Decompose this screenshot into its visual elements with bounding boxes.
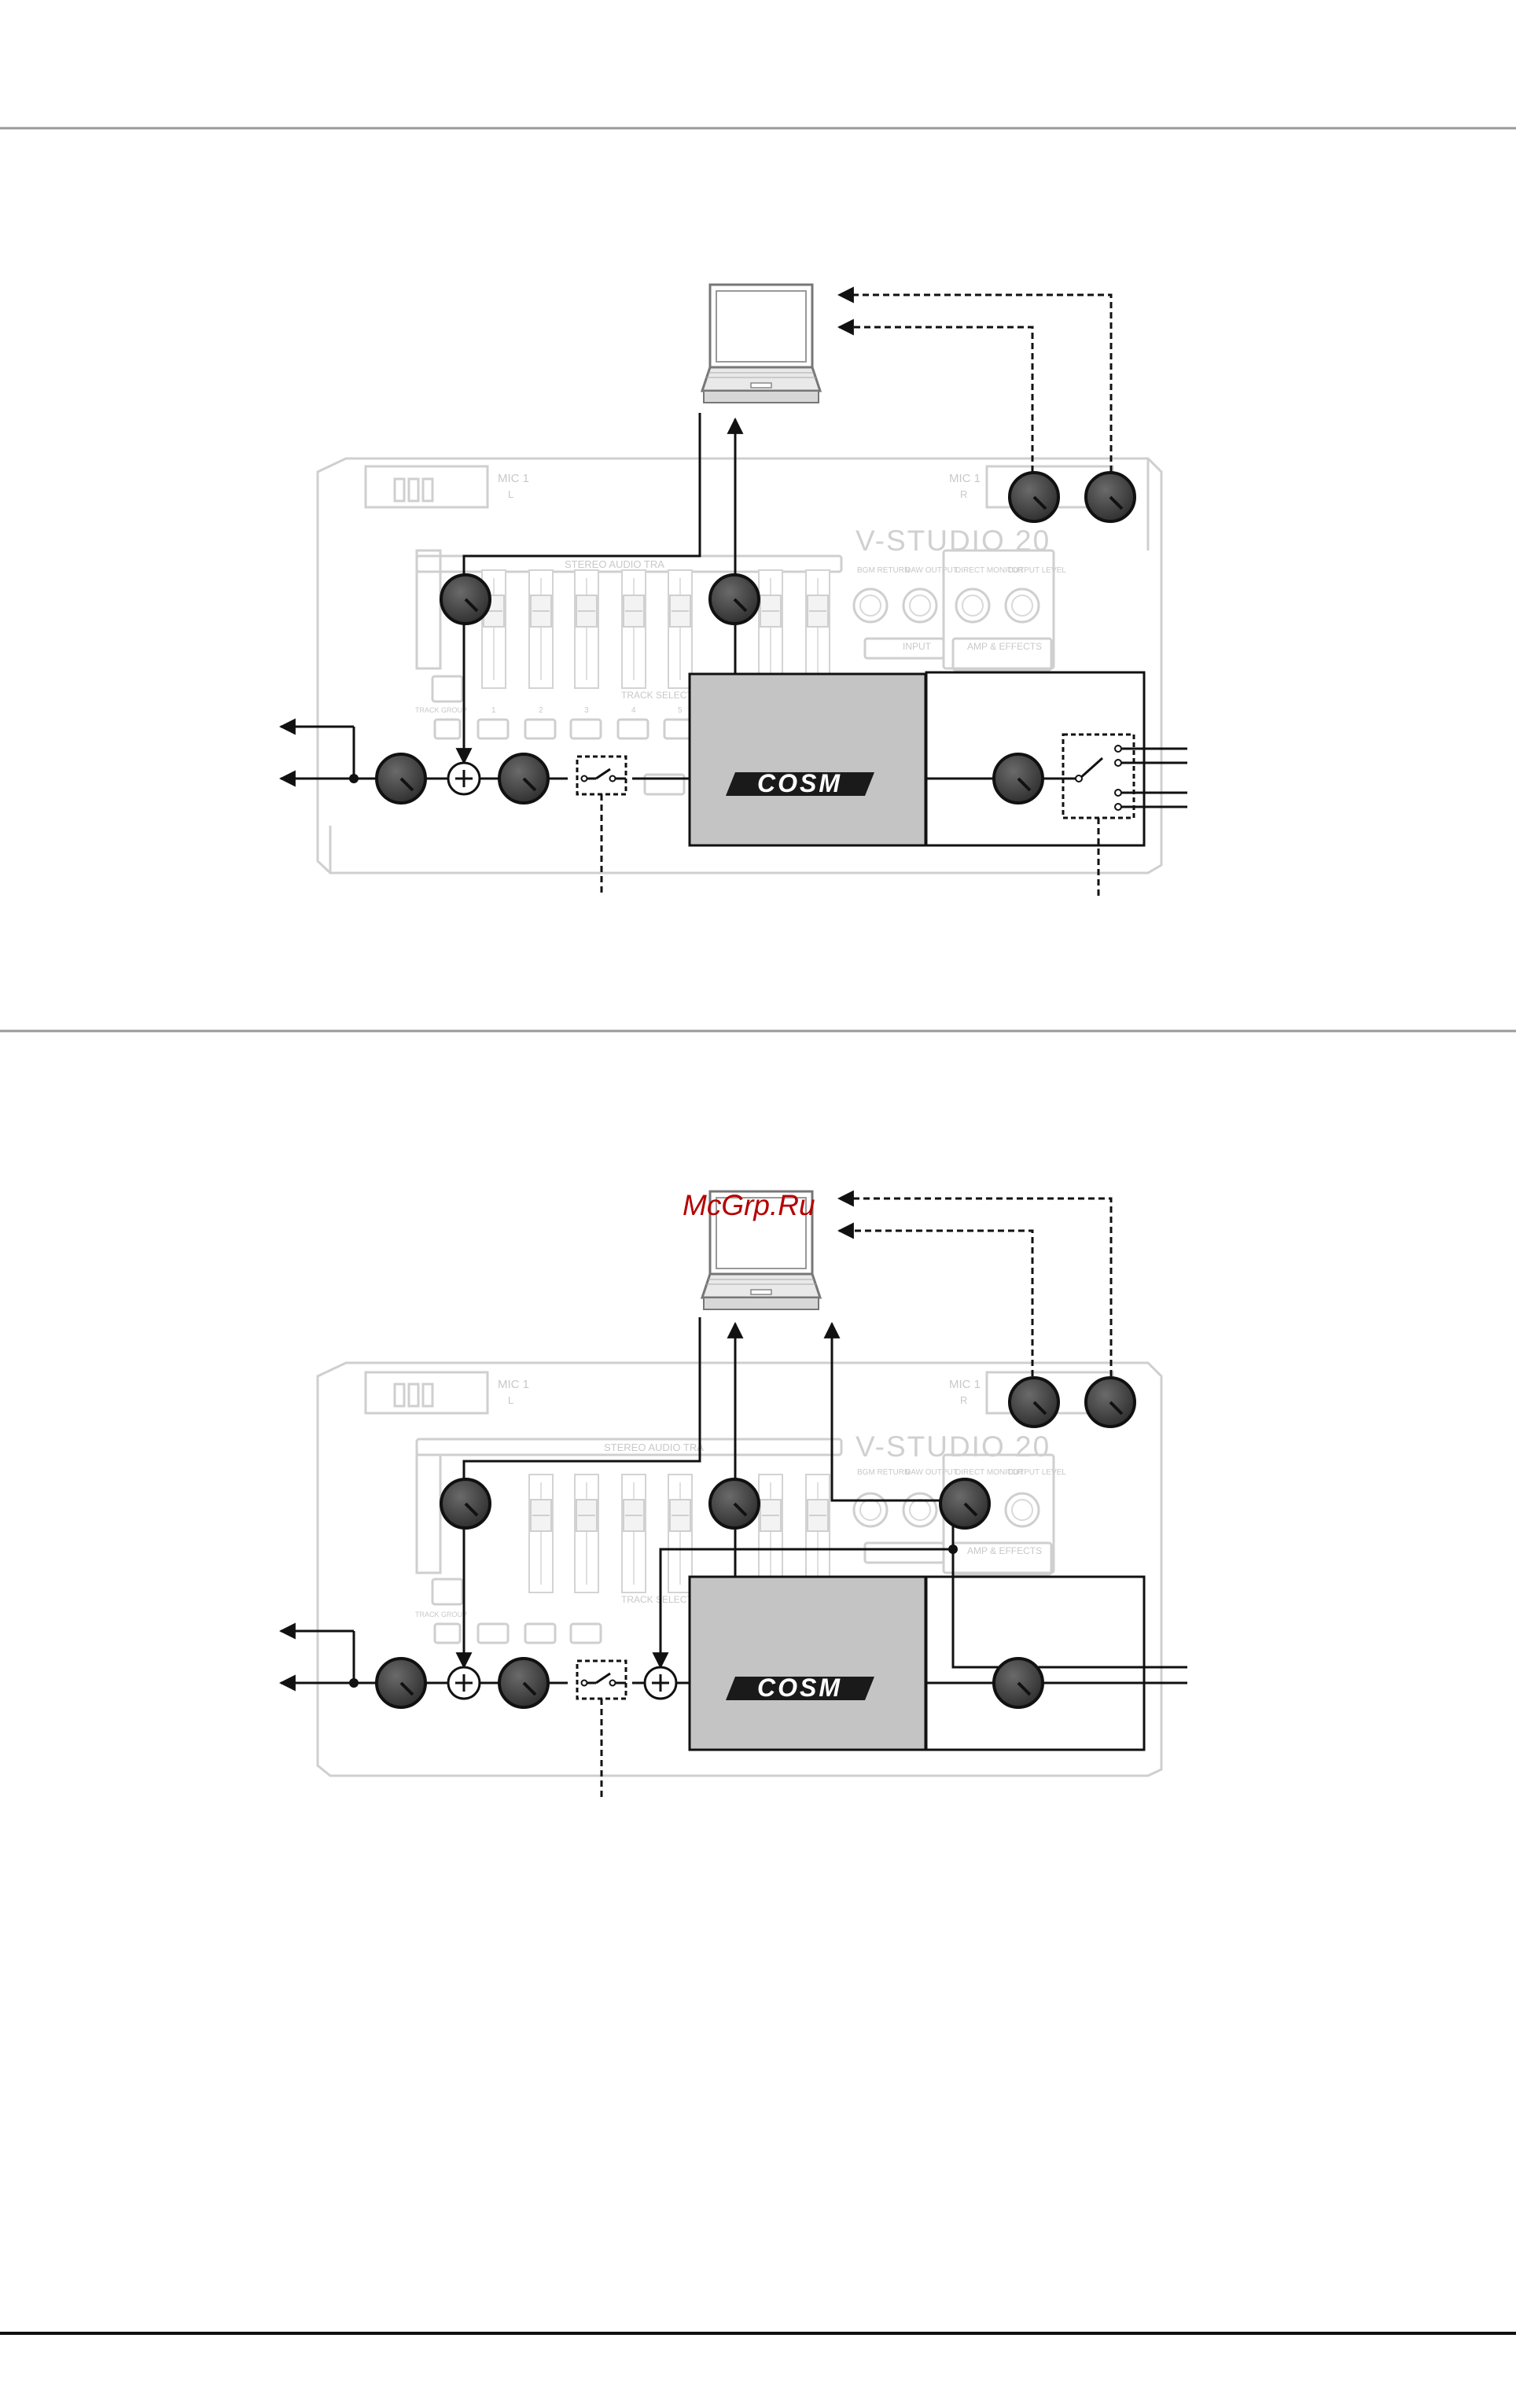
mic-left-tag-2: L bbox=[508, 1394, 513, 1406]
cosm-logo-2: COSM bbox=[726, 1673, 874, 1702]
mic-right-tag: R bbox=[960, 488, 967, 500]
mic-right-knob-1 bbox=[1008, 471, 1060, 523]
amp-effects-label-2: AMP & EFFECTS bbox=[967, 1545, 1042, 1556]
selector-box bbox=[1062, 733, 1135, 819]
sum-node-2b bbox=[643, 1666, 678, 1700]
output-knob-2 bbox=[375, 1657, 427, 1709]
cosm-label-2: COSM bbox=[757, 1673, 842, 1702]
mic-right-knob-2 bbox=[1084, 471, 1136, 523]
track-knob bbox=[440, 573, 491, 625]
knob-label-4: OUTPUT LEVEL bbox=[1007, 566, 1066, 575]
mic-left-label: MIC 1 bbox=[498, 472, 529, 485]
track-number-1: 1 bbox=[491, 706, 496, 715]
daw-knob bbox=[708, 573, 760, 625]
cosm-logo: COSM bbox=[726, 769, 874, 797]
mic-right-knob-2b bbox=[1084, 1376, 1136, 1428]
mic-right-knob-1b bbox=[1008, 1376, 1060, 1428]
knob-label-1b: BGM RETURN bbox=[857, 1468, 910, 1477]
monitor-knob bbox=[498, 753, 550, 805]
track-number-3: 3 bbox=[584, 706, 589, 715]
track-select-label-2: TRACK SELECT bbox=[621, 1594, 693, 1605]
output-knob bbox=[375, 753, 427, 805]
track-select-label: TRACK SELECT bbox=[621, 690, 693, 701]
knob-label-2: DAW OUTPUT bbox=[905, 566, 958, 575]
knob-label-1: BGM RETURN bbox=[857, 566, 910, 575]
mic-left-tag: L bbox=[508, 488, 513, 500]
track-number-2: 2 bbox=[539, 706, 543, 715]
direct-monitor-knob-2 bbox=[939, 1478, 991, 1530]
knob-label-2b: DAW OUTPUT bbox=[905, 1468, 958, 1477]
track-group-label: TRACK GROUP bbox=[415, 706, 467, 714]
sum-node-2a bbox=[447, 1666, 481, 1700]
monitor-knob-2 bbox=[498, 1657, 550, 1709]
amp-effects-label: AMP & EFFECTS bbox=[967, 641, 1042, 652]
cosm-block-2 bbox=[688, 1575, 927, 1751]
track-number-4: 4 bbox=[631, 706, 636, 715]
diagram-2: V-STUDIO 20 MIC 1 L MIC 1 R STEREO AUDIO… bbox=[278, 1189, 1187, 1801]
device-model-label: V-STUDIO 20 bbox=[856, 525, 1051, 557]
track-number-5: 5 bbox=[678, 706, 683, 715]
mic-right-label-2: MIC 1 bbox=[949, 1378, 981, 1391]
input-knob-2 bbox=[992, 1657, 1044, 1709]
cosm-block bbox=[688, 672, 927, 847]
input-knob bbox=[992, 753, 1044, 805]
sum-node bbox=[447, 761, 481, 796]
mic-left-label-2: MIC 1 bbox=[498, 1378, 529, 1391]
track-knob-2 bbox=[440, 1478, 491, 1530]
mic-right-label: MIC 1 bbox=[949, 472, 981, 485]
knob-label-4b: OUTPUT LEVEL bbox=[1007, 1468, 1066, 1477]
diagram-1: V-STUDIO 20 MIC 1 L MIC 1 R STEREO AUDIO… bbox=[278, 283, 1187, 897]
laptop-icon bbox=[701, 283, 822, 404]
mic-right-tag-2: R bbox=[960, 1394, 967, 1406]
knob-label-3b: DIRECT MONITOR bbox=[955, 1468, 1024, 1477]
daw-knob-2 bbox=[708, 1478, 760, 1530]
input-label: INPUT bbox=[903, 641, 932, 652]
track-group-label-2: TRACK GROUP bbox=[415, 1611, 467, 1618]
stereo-tracks-label-2: STEREO AUDIO TRA bbox=[604, 1441, 704, 1453]
stereo-tracks-label: STEREO AUDIO TRA bbox=[565, 558, 664, 570]
watermark: McGrp.Ru bbox=[683, 1189, 815, 1221]
device-model-label-2: V-STUDIO 20 bbox=[856, 1430, 1051, 1463]
knob-label-3: DIRECT MONITOR bbox=[955, 566, 1024, 575]
cosm-label: COSM bbox=[757, 769, 842, 797]
